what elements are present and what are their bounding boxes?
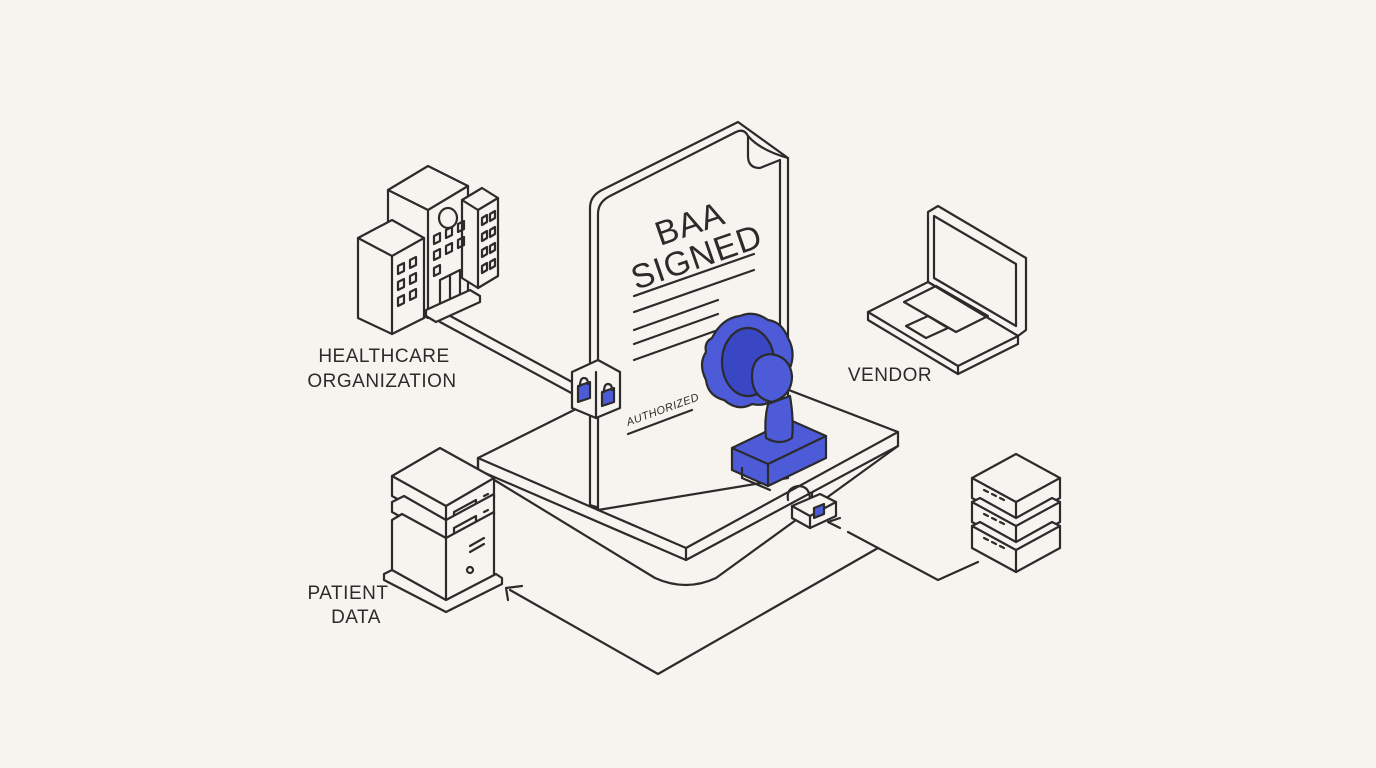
document-icon: BAA SIGNED AUTHORIZED bbox=[588, 120, 790, 512]
hospital-building-icon bbox=[356, 164, 500, 336]
server-stack-icon bbox=[382, 446, 504, 614]
laptop-icon bbox=[866, 204, 1028, 376]
patient-data-label-line1: PATIENT bbox=[308, 583, 389, 604]
padlock-icon bbox=[570, 358, 622, 420]
healthcare-org-label-line1: HEALTHCARE bbox=[318, 346, 449, 367]
connector-lines bbox=[428, 303, 980, 676]
server-stack-icon bbox=[970, 452, 1062, 574]
padlock-icon bbox=[786, 484, 838, 530]
healthcare-org-label-line2: ORGANIZATION bbox=[307, 371, 456, 392]
patient-data-label-line2: DATA bbox=[331, 607, 381, 628]
rubber-stamp-icon bbox=[730, 352, 828, 492]
vendor-label: VENDOR bbox=[848, 365, 932, 386]
labels: HEALTHCARE ORGANIZATION VENDOR PATIENT D… bbox=[307, 346, 932, 628]
